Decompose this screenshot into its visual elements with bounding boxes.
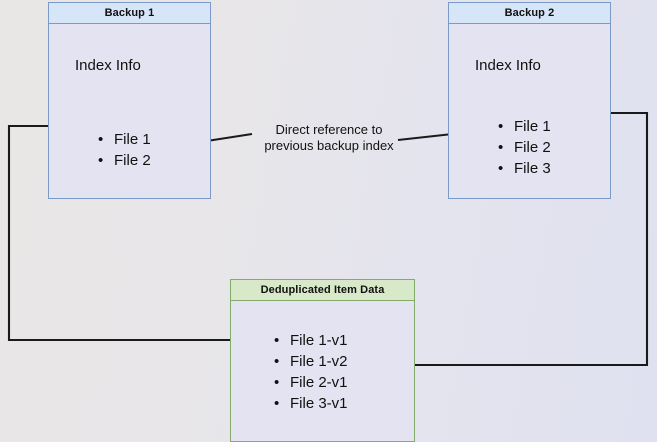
node-deduplicated-header: Deduplicated Item Data bbox=[231, 280, 414, 301]
node-backup-1-body: Index Info File 1 File 2 bbox=[49, 24, 210, 198]
list-item: File 3-v1 bbox=[274, 393, 348, 414]
list-item: File 1 bbox=[98, 129, 151, 150]
list-item: File 1 bbox=[498, 116, 551, 137]
backup-1-file-list: File 1 File 2 bbox=[98, 129, 151, 171]
node-deduplicated-body: File 1-v1 File 1-v2 File 2-v1 File 3-v1 bbox=[231, 301, 414, 441]
deduplicated-file-list: File 1-v1 File 1-v2 File 2-v1 File 3-v1 bbox=[274, 330, 348, 414]
node-deduplicated-item-data[interactable]: Deduplicated Item Data File 1-v1 File 1-… bbox=[230, 279, 415, 442]
backup-1-index-info-label: Index Info bbox=[75, 57, 141, 74]
node-backup-1-header: Backup 1 bbox=[49, 3, 210, 24]
node-backup-2[interactable]: Backup 2 Index Info File 1 File 2 File 3 bbox=[448, 2, 611, 199]
annotation-direct-reference: Direct reference to previous backup inde… bbox=[243, 122, 415, 154]
backup-2-file-list: File 1 File 2 File 3 bbox=[498, 116, 551, 179]
node-backup-1[interactable]: Backup 1 Index Info File 1 File 2 bbox=[48, 2, 211, 199]
backup-2-index-info-label: Index Info bbox=[475, 57, 541, 74]
annotation-line-1: Direct reference to bbox=[275, 122, 383, 137]
list-item: File 1-v1 bbox=[274, 330, 348, 351]
annotation-line-2: previous backup index bbox=[264, 138, 394, 153]
list-item: File 2-v1 bbox=[274, 372, 348, 393]
list-item: File 2 bbox=[98, 150, 151, 171]
list-item: File 3 bbox=[498, 158, 551, 179]
list-item: File 1-v2 bbox=[274, 351, 348, 372]
node-backup-2-header: Backup 2 bbox=[449, 3, 610, 24]
list-item: File 2 bbox=[498, 137, 551, 158]
node-backup-2-body: Index Info File 1 File 2 File 3 bbox=[449, 24, 610, 198]
